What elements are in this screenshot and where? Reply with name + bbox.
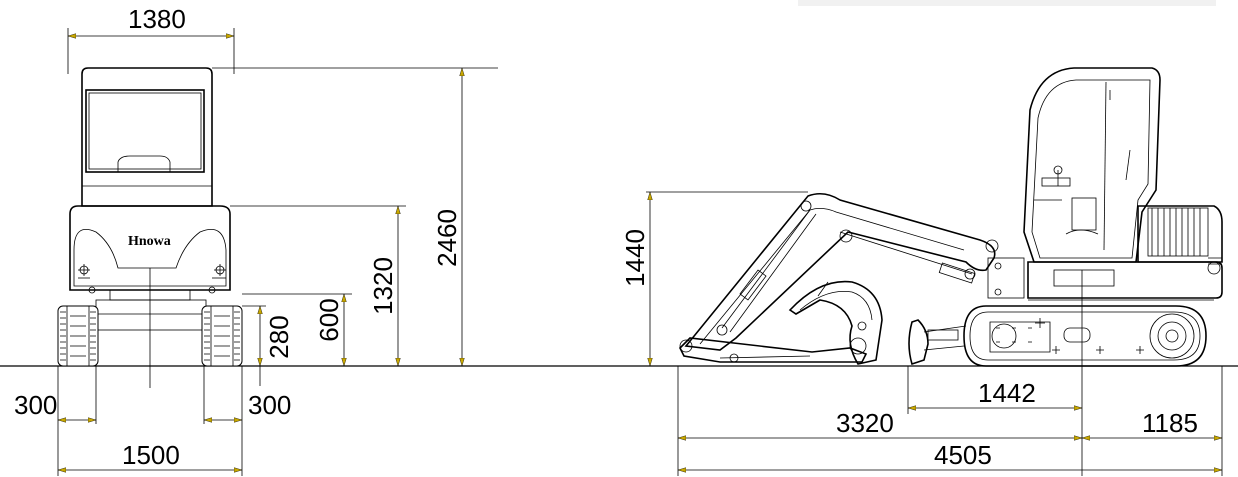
- front-left-track: [57, 305, 99, 367]
- dim-label-4505: 4505: [934, 440, 992, 470]
- front-body-panel: [73, 228, 227, 287]
- front-view: Hnowa: [14, 4, 498, 476]
- dim-label-3320: 3320: [836, 408, 894, 438]
- top-right-panel: [798, 0, 1216, 6]
- side-arm-bucket: [679, 280, 883, 365]
- front-body: [69, 205, 231, 291]
- side-boom: [684, 192, 999, 351]
- side-view: 1440 1442 3320 1185 4505: [620, 67, 1223, 476]
- svg-text:Hnowa: Hnowa: [128, 234, 171, 249]
- dim-label-1442: 1442: [978, 378, 1036, 408]
- dim-label-1440: 1440: [620, 229, 650, 287]
- brand-logo: Hnowa: [128, 234, 171, 249]
- front-undercarriage: [95, 299, 207, 331]
- front-right-track: [201, 305, 243, 367]
- front-windshield: [85, 89, 205, 173]
- dim-label-300-right: 300: [248, 390, 291, 420]
- dim-label-300-left: 300: [14, 390, 57, 420]
- side-upper-body: [987, 205, 1223, 301]
- side-track: [963, 305, 1207, 367]
- side-dozer-blade: [908, 319, 967, 366]
- dim-label-600: 600: [314, 298, 344, 341]
- dim-label-2460: 2460: [432, 209, 462, 267]
- dim-label-1320: 1320: [368, 257, 398, 315]
- dim-label-1500: 1500: [122, 440, 180, 470]
- dim-label-1185: 1185: [1142, 408, 1198, 438]
- dim-label-1380: 1380: [128, 4, 186, 34]
- dim-label-280: 280: [264, 315, 294, 358]
- front-cab: [81, 67, 213, 207]
- front-seat-top: [117, 155, 171, 172]
- side-cab: [1023, 67, 1161, 263]
